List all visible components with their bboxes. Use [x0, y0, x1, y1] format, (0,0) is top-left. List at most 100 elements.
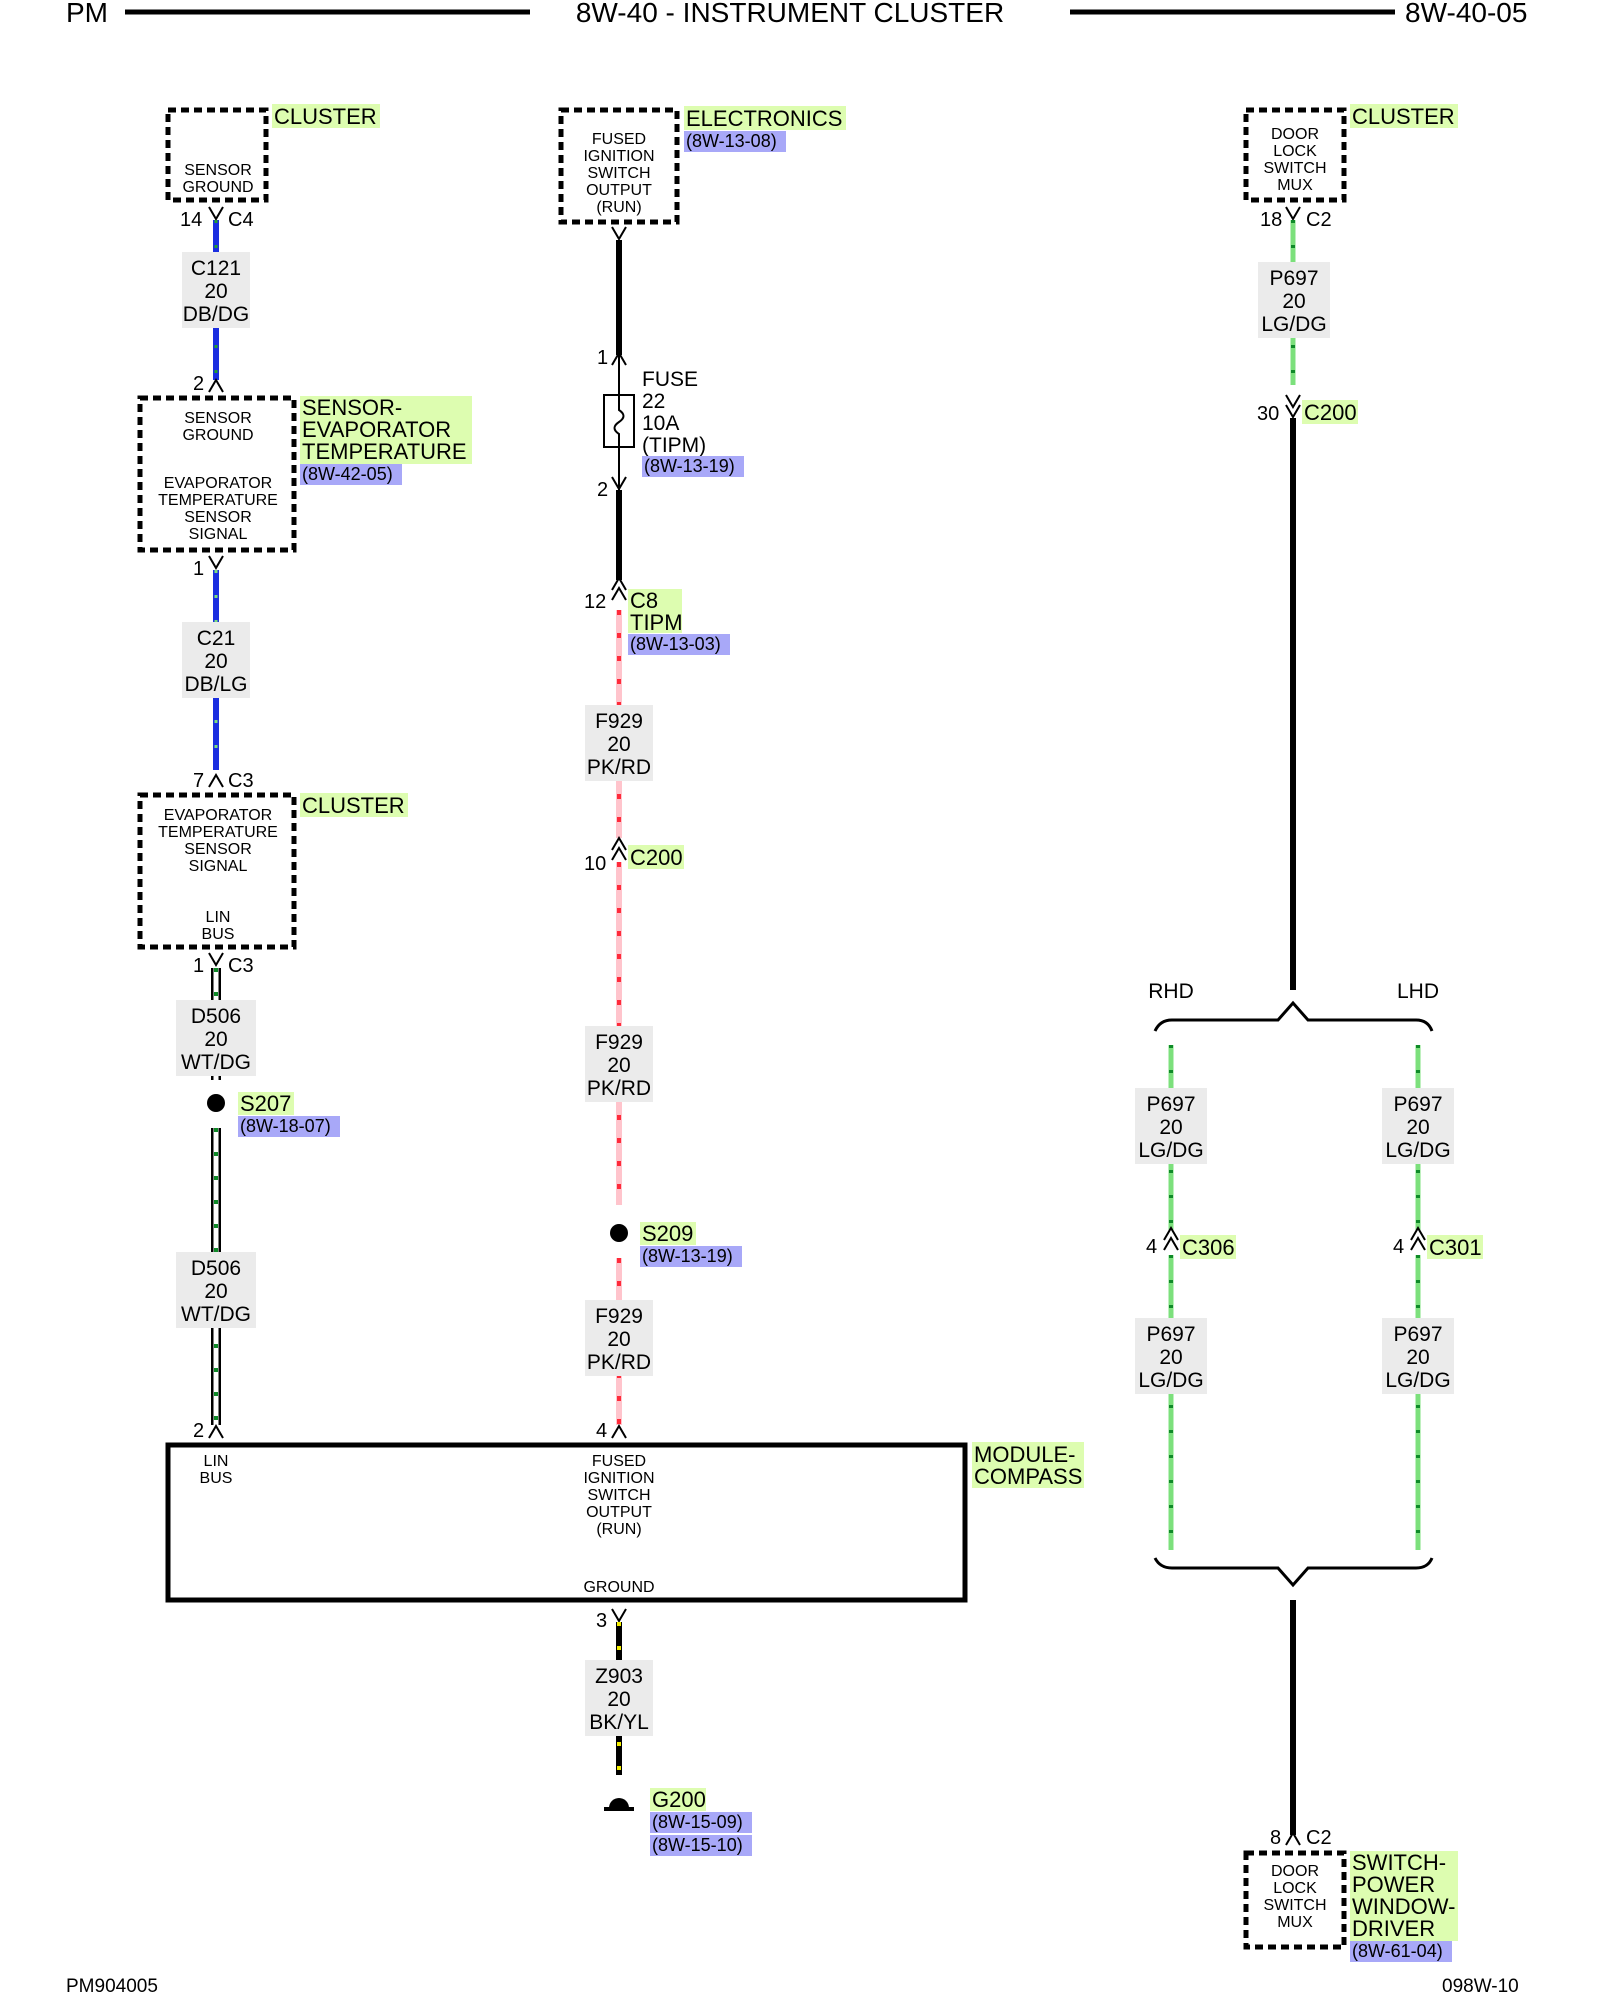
wire-d506-upper-color: WT/DG — [181, 1051, 251, 1074]
s209-ref-bg — [640, 1246, 742, 1267]
evap-tag-bg — [300, 396, 472, 464]
wire-p697-lhd-2-label-bg — [1382, 1318, 1454, 1394]
cluster1-tag: CLUSTER — [274, 104, 377, 129]
cluster3-line-4: MUX — [1277, 177, 1313, 194]
wire-f929-2-label-bg — [585, 1026, 653, 1102]
cluster3-line-3: SWITCH — [1263, 160, 1326, 177]
cluster2-top-line-1: EVAPORATOR — [164, 807, 272, 824]
g200-tag: G200 — [652, 1787, 706, 1812]
wire-f929-2-color: PK/RD — [587, 1077, 651, 1100]
cluster2-bot-line-1: LIN — [206, 909, 231, 926]
c306-tag-bg — [1180, 1235, 1236, 1259]
g200-ref1-bg — [650, 1812, 752, 1833]
module-run-line-2: IGNITION — [583, 1470, 654, 1487]
wire-c21-gauge: 20 — [204, 650, 227, 673]
fuse-line-2: 22 — [642, 390, 665, 413]
wire-c121-color: DB/DG — [183, 303, 250, 326]
ground-g200-symbol — [609, 1798, 629, 1808]
wire-f929-2-code: F929 — [595, 1031, 643, 1054]
wire-f929-1-color: PK/RD — [587, 756, 651, 779]
cluster3-line-1: DOOR — [1271, 126, 1319, 143]
splice-s207 — [207, 1094, 225, 1112]
splice-s209 — [610, 1224, 628, 1242]
header-title: 8W-40 - INSTRUMENT CLUSTER — [576, 0, 1004, 28]
fuse-line-4: (TIPM) — [642, 434, 706, 457]
branch-brace-top — [1153, 1000, 1434, 1032]
fuse-line-3: 10A — [642, 412, 679, 435]
cluster2-conn-top: C3 — [228, 770, 254, 792]
wire-p697-lhd-2-code: P697 — [1393, 1323, 1442, 1346]
wire-d506-lower-color: WT/DG — [181, 1303, 251, 1326]
wire-p697-rhd-2-gauge: 20 — [1159, 1346, 1182, 1369]
wire-d506-upper-gauge: 20 — [204, 1028, 227, 1051]
module-ground-label: GROUND — [583, 1579, 654, 1596]
module-pin-lin: 2 — [193, 1420, 204, 1442]
wire-p697-lhd-1-label-bg — [1382, 1088, 1454, 1164]
c200-col2-tag-bg — [628, 845, 684, 869]
c8-ref: (8W-13-03) — [630, 634, 721, 654]
wire-f929-1-code: F929 — [595, 710, 643, 733]
cluster3-line-2: LOCK — [1273, 143, 1317, 160]
c8-tag-bg — [628, 589, 682, 633]
wire-p697-rhd-1-gauge: 20 — [1159, 1116, 1182, 1139]
wire-p697-lhd-2-gauge: 20 — [1406, 1346, 1429, 1369]
module-lin-line-2: BUS — [200, 1470, 233, 1487]
wire-p697-lhd-2-color: LG/DG — [1385, 1369, 1450, 1392]
electronics-line-4: OUTPUT — [586, 182, 652, 199]
fuse-pin-top: 1 — [597, 347, 608, 369]
electronics-ref-bg — [684, 131, 786, 152]
rhd-label: RHD — [1148, 980, 1194, 1003]
fuse-ref-bg — [642, 456, 744, 477]
electronics-tag-bg — [684, 106, 846, 130]
switch-tag-1: SWITCH- — [1352, 1850, 1446, 1875]
ground-pin: 3 — [596, 1610, 607, 1632]
electronics-line-3: SWITCH — [587, 165, 650, 182]
cluster1-line-2: GROUND — [182, 179, 253, 196]
wire-p697-rhd-2-color: LG/DG — [1138, 1369, 1203, 1392]
g200-ref2-bg — [650, 1835, 752, 1856]
g200-tag-bg — [650, 1788, 706, 1811]
wire-p697-lhd-1-code: P697 — [1393, 1093, 1442, 1116]
module-tag-2: COMPASS — [974, 1464, 1082, 1489]
lhd-label: LHD — [1397, 980, 1439, 1003]
wire-d506-upper-label-bg — [176, 1000, 256, 1076]
cluster2-pin-bot: 1 — [193, 955, 204, 977]
module-run-line-5: (RUN) — [596, 1521, 641, 1538]
evap-pin-top: 2 — [193, 373, 204, 395]
evap-tag-2: EVAPORATOR — [302, 417, 451, 442]
c200-col3-pin: 30 — [1257, 403, 1279, 425]
cluster2-top-line-3: SENSOR — [184, 841, 252, 858]
wire-c21-label-bg — [182, 622, 250, 698]
cluster1-tag-bg — [272, 104, 380, 128]
cluster-box-2 — [137, 792, 297, 950]
switch-tag-4: DRIVER — [1352, 1916, 1435, 1941]
s209-ref: (8W-13-19) — [642, 1246, 733, 1266]
electronics-line-5: (RUN) — [596, 199, 641, 216]
cluster1-line-1: SENSOR — [184, 162, 252, 179]
switch-tag-bg — [1350, 1851, 1458, 1941]
cluster3-tag: CLUSTER — [1352, 104, 1455, 129]
cluster2-pin-top: 7 — [193, 770, 204, 792]
cluster1-conn: C4 — [228, 209, 254, 231]
switch-pin: 8 — [1270, 1827, 1281, 1849]
branch-brace-bottom — [1153, 1557, 1434, 1588]
wire-c121-gauge: 20 — [204, 280, 227, 303]
wire-p697-lhd-1-gauge: 20 — [1406, 1116, 1429, 1139]
switch-box — [1243, 1850, 1347, 1950]
s207-tag: S207 — [240, 1091, 291, 1116]
evap-ref-bg — [300, 464, 402, 485]
c306-pin: 4 — [1146, 1236, 1157, 1258]
wire-p697-main-label-bg — [1258, 262, 1330, 338]
evap-pin-bot: 1 — [193, 558, 204, 580]
wire-f929-3-label-bg — [585, 1300, 653, 1376]
wire-p697-main-gauge: 20 — [1282, 290, 1305, 313]
wire-z903-code: Z903 — [595, 1665, 643, 1688]
cluster1-pin: 14 — [180, 209, 202, 231]
evap-bot-line-3: SENSOR — [184, 509, 252, 526]
module-lin-line-1: LIN — [204, 1453, 229, 1470]
c200-col3-tag: C200 — [1304, 400, 1357, 425]
switch-line-2: LOCK — [1273, 1880, 1317, 1897]
s209-tag-bg — [640, 1222, 696, 1245]
switch-ref-bg — [1350, 1941, 1452, 1962]
